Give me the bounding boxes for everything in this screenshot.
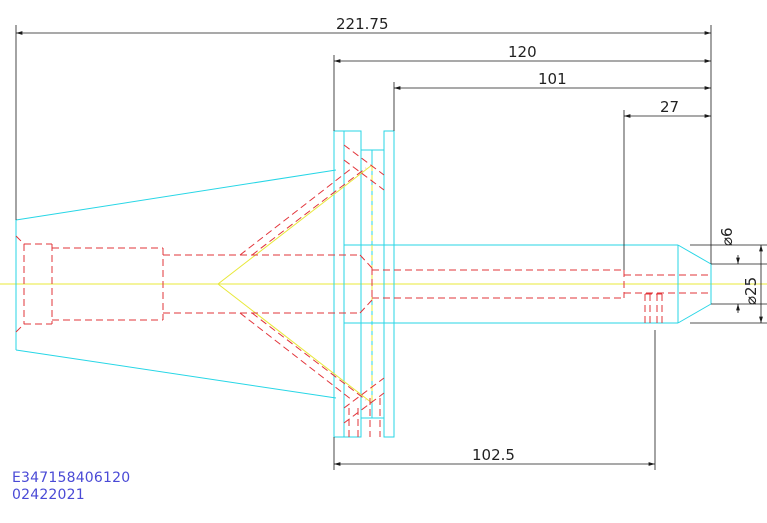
dim-bore-diameter: ⌀6 [718, 227, 736, 246]
internal-cone-lines [217, 164, 373, 404]
taper-cone-outline [15, 169, 337, 399]
dim-bore-depth: 27 [660, 98, 679, 116]
part-code: E347158406120 [12, 470, 131, 486]
shank-outline [394, 244, 712, 324]
dim-flange-to-hole: 102.5 [472, 446, 515, 464]
flange-outline [333, 130, 395, 438]
date-code: 02422021 [12, 487, 85, 503]
hidden-bore-lines [15, 144, 711, 437]
dim-shank-diameter: ⌀25 [742, 277, 760, 305]
extension-lines [15, 25, 767, 470]
dim-overall-length: 221.75 [336, 15, 389, 33]
dimension-lines [15, 31, 763, 466]
dim-shank-length: 101 [538, 70, 567, 88]
dim-flange-to-tip: 120 [508, 43, 537, 61]
